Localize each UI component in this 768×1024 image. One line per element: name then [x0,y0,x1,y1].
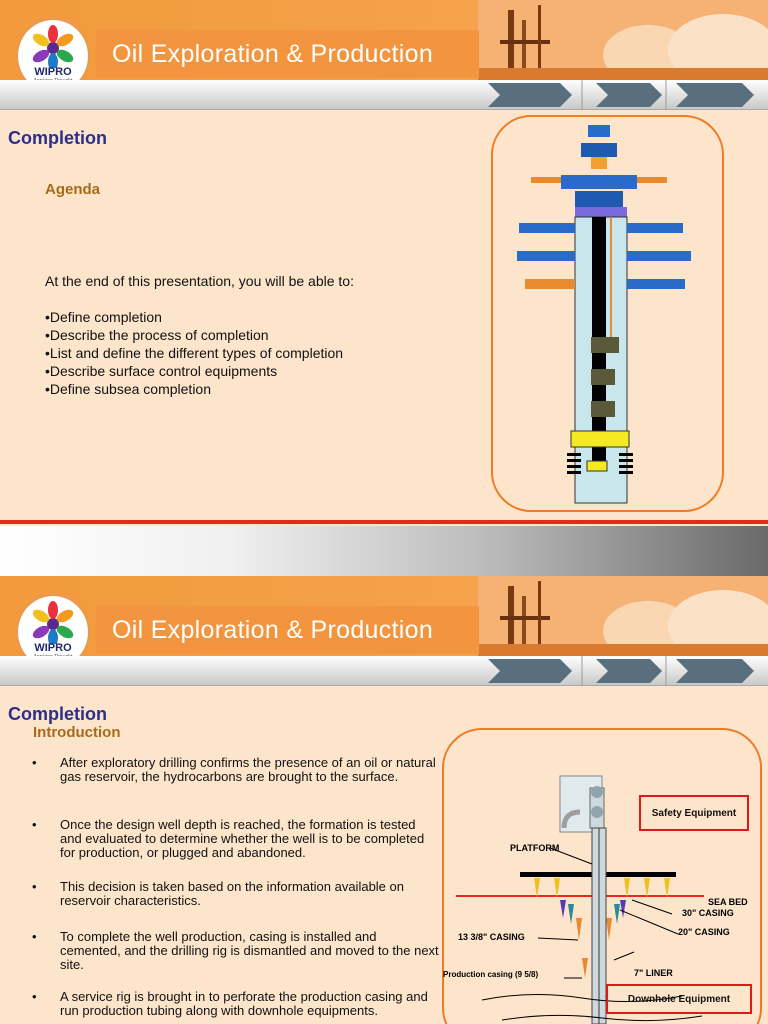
agenda-label: Agenda [45,181,101,198]
nav-arrow-1[interactable] [488,83,572,107]
slide-2: Oil Exploration & Production WIPRO Apply… [0,576,768,1024]
casing-20-label: 20" CASING [678,927,730,937]
nav-arrow-2[interactable] [596,659,662,683]
casing-30-label: 30" CASING [682,908,734,918]
bullet-text: After exploratory drilling confirms the … [60,755,436,784]
objective-item: •Define completion [45,309,162,325]
wellhead-diagram-frame [491,115,724,512]
bullet-text: To complete the well production, casing … [60,929,439,972]
platform-label: PLATFORM [510,843,560,853]
logo-wordmark: WIPRO [34,66,72,78]
sea-bed-label: SEA BED [708,897,748,907]
slide-heading: Completion [8,128,107,148]
slide-heading: Completion [8,704,107,724]
nav-arrow-2[interactable] [596,83,662,107]
offshore-well-diagram-frame [442,728,762,1024]
banner-refinery-image [478,576,768,656]
title-box [96,606,479,654]
casing-13-label: 13 3/8" CASING [458,932,525,942]
slide-1: Oil Exploration & Production WIPRO Apply… [0,0,768,576]
bullet-text: This decision is taken based on the info… [60,879,404,908]
intro-text: At the end of this presentation, you wil… [45,273,354,289]
sunflower-icon [32,601,74,644]
liner-label: 7" LINER [634,968,673,978]
bullet-text: Once the design well depth is reached, t… [60,817,425,860]
safety-equipment-label: Safety Equipment [639,795,749,831]
bullet-text: A service rig is brought in to perforate… [60,989,428,1018]
bullet-dot: • [32,929,37,944]
banner-refinery-image [478,0,768,80]
bullet-dot: • [32,879,37,894]
nav-bar [0,80,768,110]
title-box [96,30,479,78]
footer-divider [0,520,768,524]
objective-item: •List and define the different types of … [45,345,344,361]
nav-arrow-3[interactable] [676,83,754,107]
offshore-well-diagram [456,775,704,1024]
production-casing-label: Production casing (9 5/8) [443,970,539,979]
downhole-equipment-label: Downhole Equipment [606,984,752,1014]
objective-item: •Define subsea completion [45,381,211,397]
logo-wordmark: WIPRO [34,642,72,654]
bullet-dot: • [32,817,37,832]
introduction-label: Introduction [33,724,121,741]
objective-item: •Describe surface control equipments [45,363,278,379]
nav-arrow-1[interactable] [488,659,572,683]
bullet-dot: • [32,989,37,1004]
objective-item: •Describe the process of completion [45,327,269,343]
nav-arrow-3[interactable] [676,659,754,683]
footer-bar [0,526,768,576]
well-completion-diagram [517,125,691,504]
sunflower-icon [32,25,74,68]
banner-title: Oil Exploration & Production [112,40,434,68]
bullet-dot: • [32,755,37,770]
nav-bar [0,656,768,686]
banner-title: Oil Exploration & Production [112,616,434,644]
